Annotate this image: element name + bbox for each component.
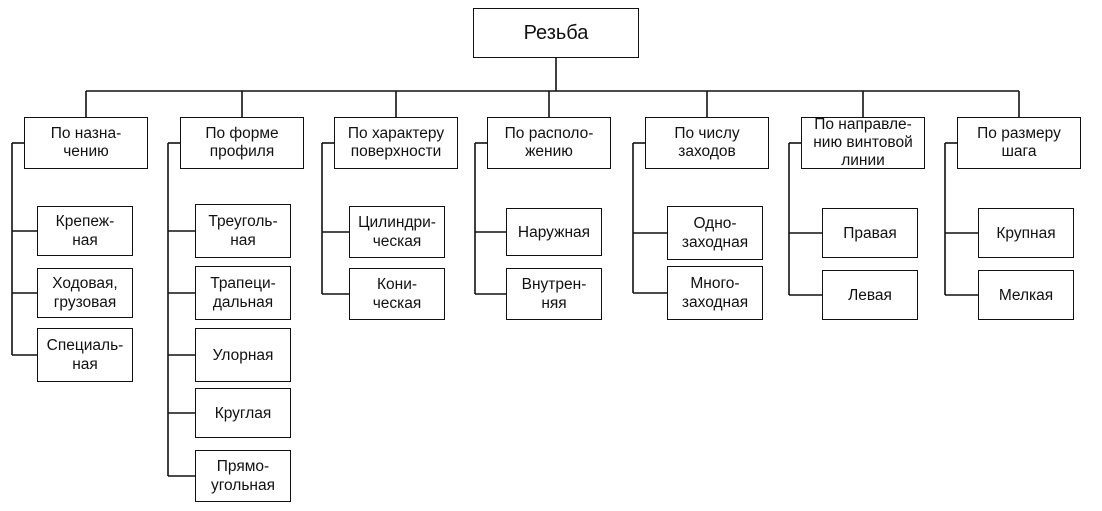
item-trapezoidal: Трапеци- дальная — [195, 266, 291, 320]
item-left-hand: Левая — [822, 270, 918, 320]
category-profile-shape: По форме профиля — [180, 117, 304, 169]
item-special: Специаль- ная — [37, 328, 133, 382]
item-conical: Кони- ческая — [349, 268, 445, 320]
item-cylindrical: Цилиндри- ческая — [349, 206, 445, 258]
category-number-of-starts: По числу заходов — [645, 117, 769, 169]
item-buttress: Улорная — [195, 328, 291, 382]
category-surface-type: По характеру поверхности — [334, 117, 458, 169]
item-right-hand: Правая — [822, 208, 918, 258]
item-internal: Внутрен- няя — [506, 268, 602, 320]
item-rectangular: Прямо- угольная — [195, 450, 291, 502]
item-running-load: Ходовая, грузовая — [37, 268, 133, 318]
category-purpose: По назна- чению — [24, 117, 148, 169]
item-fine: Мелкая — [978, 270, 1074, 320]
item-coarse: Крупная — [978, 208, 1074, 258]
item-multi-start: Много- заходная — [667, 266, 763, 320]
item-external: Наружная — [506, 208, 602, 256]
category-helix-direction: По направле- нию винтовой линии — [801, 116, 925, 169]
item-fastening: Крепеж- ная — [37, 206, 133, 256]
category-location: По располо- жению — [487, 117, 611, 169]
item-triangular: Треуголь- ная — [195, 204, 291, 258]
item-single-start: Одно- заходная — [667, 206, 763, 260]
item-round: Круглая — [195, 388, 291, 438]
root-node: Резьба — [473, 8, 639, 58]
category-pitch-size: По размеру шага — [957, 117, 1081, 169]
